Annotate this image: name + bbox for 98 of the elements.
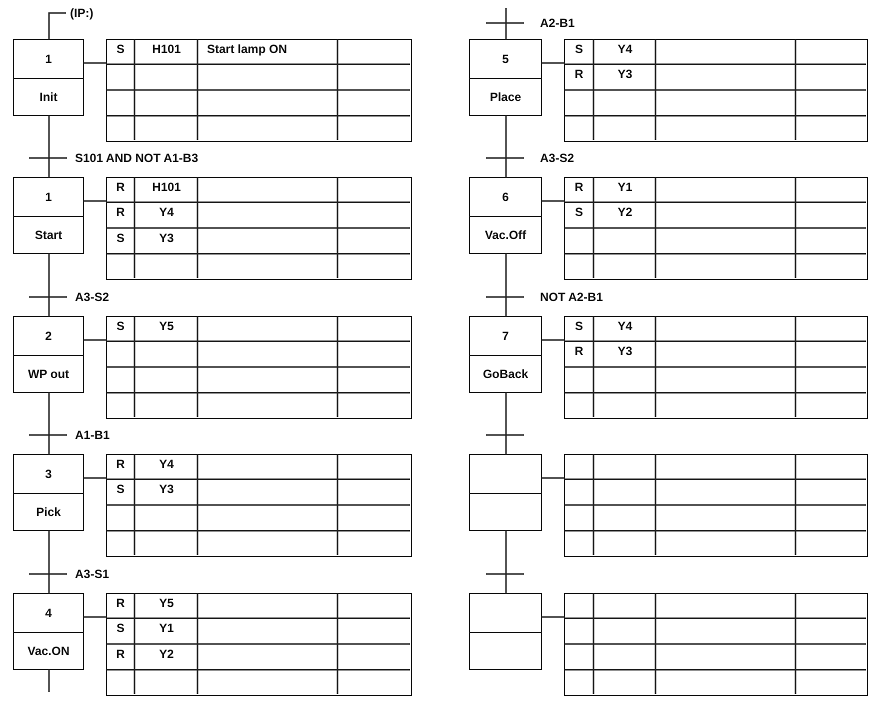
action-qualifier: S [115, 318, 126, 332]
step-name: Vac.ON [27, 644, 70, 658]
action-qualifier: R [115, 596, 126, 610]
step-box [13, 39, 84, 116]
connector-line [84, 616, 106, 618]
action-qualifier: S [574, 42, 584, 56]
action-table [106, 454, 412, 557]
action-table [564, 316, 868, 419]
connector-line [48, 254, 50, 316]
action-qualifier: R [574, 344, 584, 358]
action-variable: H101 [151, 42, 182, 56]
step-number: 7 [502, 328, 509, 343]
connector-line [84, 200, 106, 202]
action-qualifier: R [115, 205, 126, 220]
action-qualifier: S [115, 621, 126, 636]
step-box [13, 177, 84, 254]
action-table [564, 39, 868, 142]
transition-condition: A2-B1 [538, 16, 577, 30]
action-variable: Y5 [158, 596, 175, 610]
connector-line [48, 116, 50, 177]
action-table [564, 454, 868, 557]
action-variable: Y2 [158, 647, 175, 661]
action-table [564, 177, 868, 280]
action-table [106, 39, 412, 142]
action-qualifier: R [115, 647, 126, 661]
step-name: WP out [28, 366, 70, 381]
connector-line [84, 477, 106, 479]
step-number: 3 [45, 466, 52, 481]
connector-line [48, 393, 50, 454]
connector-line [505, 254, 507, 316]
transition-condition: A3-S2 [73, 290, 112, 304]
step-name: Start [34, 228, 62, 242]
transition-condition: A3-S2 [538, 151, 576, 165]
action-variable: Y3 [616, 67, 634, 82]
action-table [106, 593, 412, 696]
step-number: 4 [45, 606, 52, 620]
step-name: Init [40, 90, 58, 104]
step-number: 2 [45, 328, 52, 343]
connector-line [48, 670, 50, 692]
action-variable: Y3 [158, 231, 175, 245]
connector-line [505, 116, 507, 177]
action-qualifier: R [574, 180, 584, 194]
step-name: Place [490, 90, 522, 104]
step-name: Pick [36, 504, 61, 519]
action-qualifier: S [574, 318, 584, 332]
action-variable: Y3 [158, 482, 175, 496]
connector-line [542, 477, 564, 479]
step-box [469, 454, 542, 531]
connector-line [84, 62, 106, 64]
step-box [13, 593, 84, 670]
action-qualifier: S [115, 231, 126, 245]
connector-line [505, 8, 507, 39]
connector-line [48, 531, 50, 593]
action-table [106, 177, 412, 280]
action-variable: Y4 [158, 456, 175, 470]
action-variable: Y1 [616, 180, 634, 194]
transition-condition: A1-B1 [73, 428, 112, 442]
step-number: 1 [45, 190, 52, 204]
action-variable: Y1 [158, 621, 175, 636]
connector-line [542, 339, 564, 341]
action-qualifier: R [574, 67, 584, 82]
step-box [469, 177, 542, 254]
step-box [469, 39, 542, 116]
step-box [13, 316, 84, 393]
connector-line [505, 531, 507, 593]
step-box [469, 316, 542, 393]
connector-line [542, 616, 564, 618]
step-number: 1 [45, 52, 52, 66]
action-variable: Y4 [616, 318, 634, 332]
connector-line [542, 62, 564, 64]
step-name: Vac.Off [484, 228, 526, 242]
transition-condition: (IP:) [68, 6, 96, 20]
action-variable: H101 [151, 180, 182, 194]
action-qualifier: R [115, 180, 126, 194]
action-variable: Y4 [158, 205, 175, 220]
action-comment: Start lamp ON [207, 42, 288, 56]
action-variable: Y4 [616, 42, 634, 56]
action-qualifier: S [115, 482, 126, 496]
connector-line [84, 339, 106, 341]
step-box [13, 454, 84, 531]
action-variable: Y2 [616, 205, 634, 220]
action-table [106, 316, 412, 419]
connector-line [542, 200, 564, 202]
step-box [469, 593, 542, 670]
connector-line [48, 12, 66, 39]
transition-condition: A3-S1 [73, 567, 112, 581]
action-qualifier: S [574, 205, 584, 220]
action-qualifier: R [115, 456, 126, 470]
action-variable: Y3 [616, 344, 634, 358]
connector-line [505, 393, 507, 454]
transition-condition: S101 AND NOT A1-B3 [73, 151, 200, 165]
transition-condition: NOT A2-B1 [538, 290, 605, 304]
action-qualifier: S [115, 42, 126, 56]
action-table [564, 593, 868, 696]
step-number: 6 [502, 190, 509, 204]
action-variable: Y5 [158, 318, 175, 332]
step-name: GoBack [482, 366, 528, 381]
step-number: 5 [502, 52, 509, 66]
